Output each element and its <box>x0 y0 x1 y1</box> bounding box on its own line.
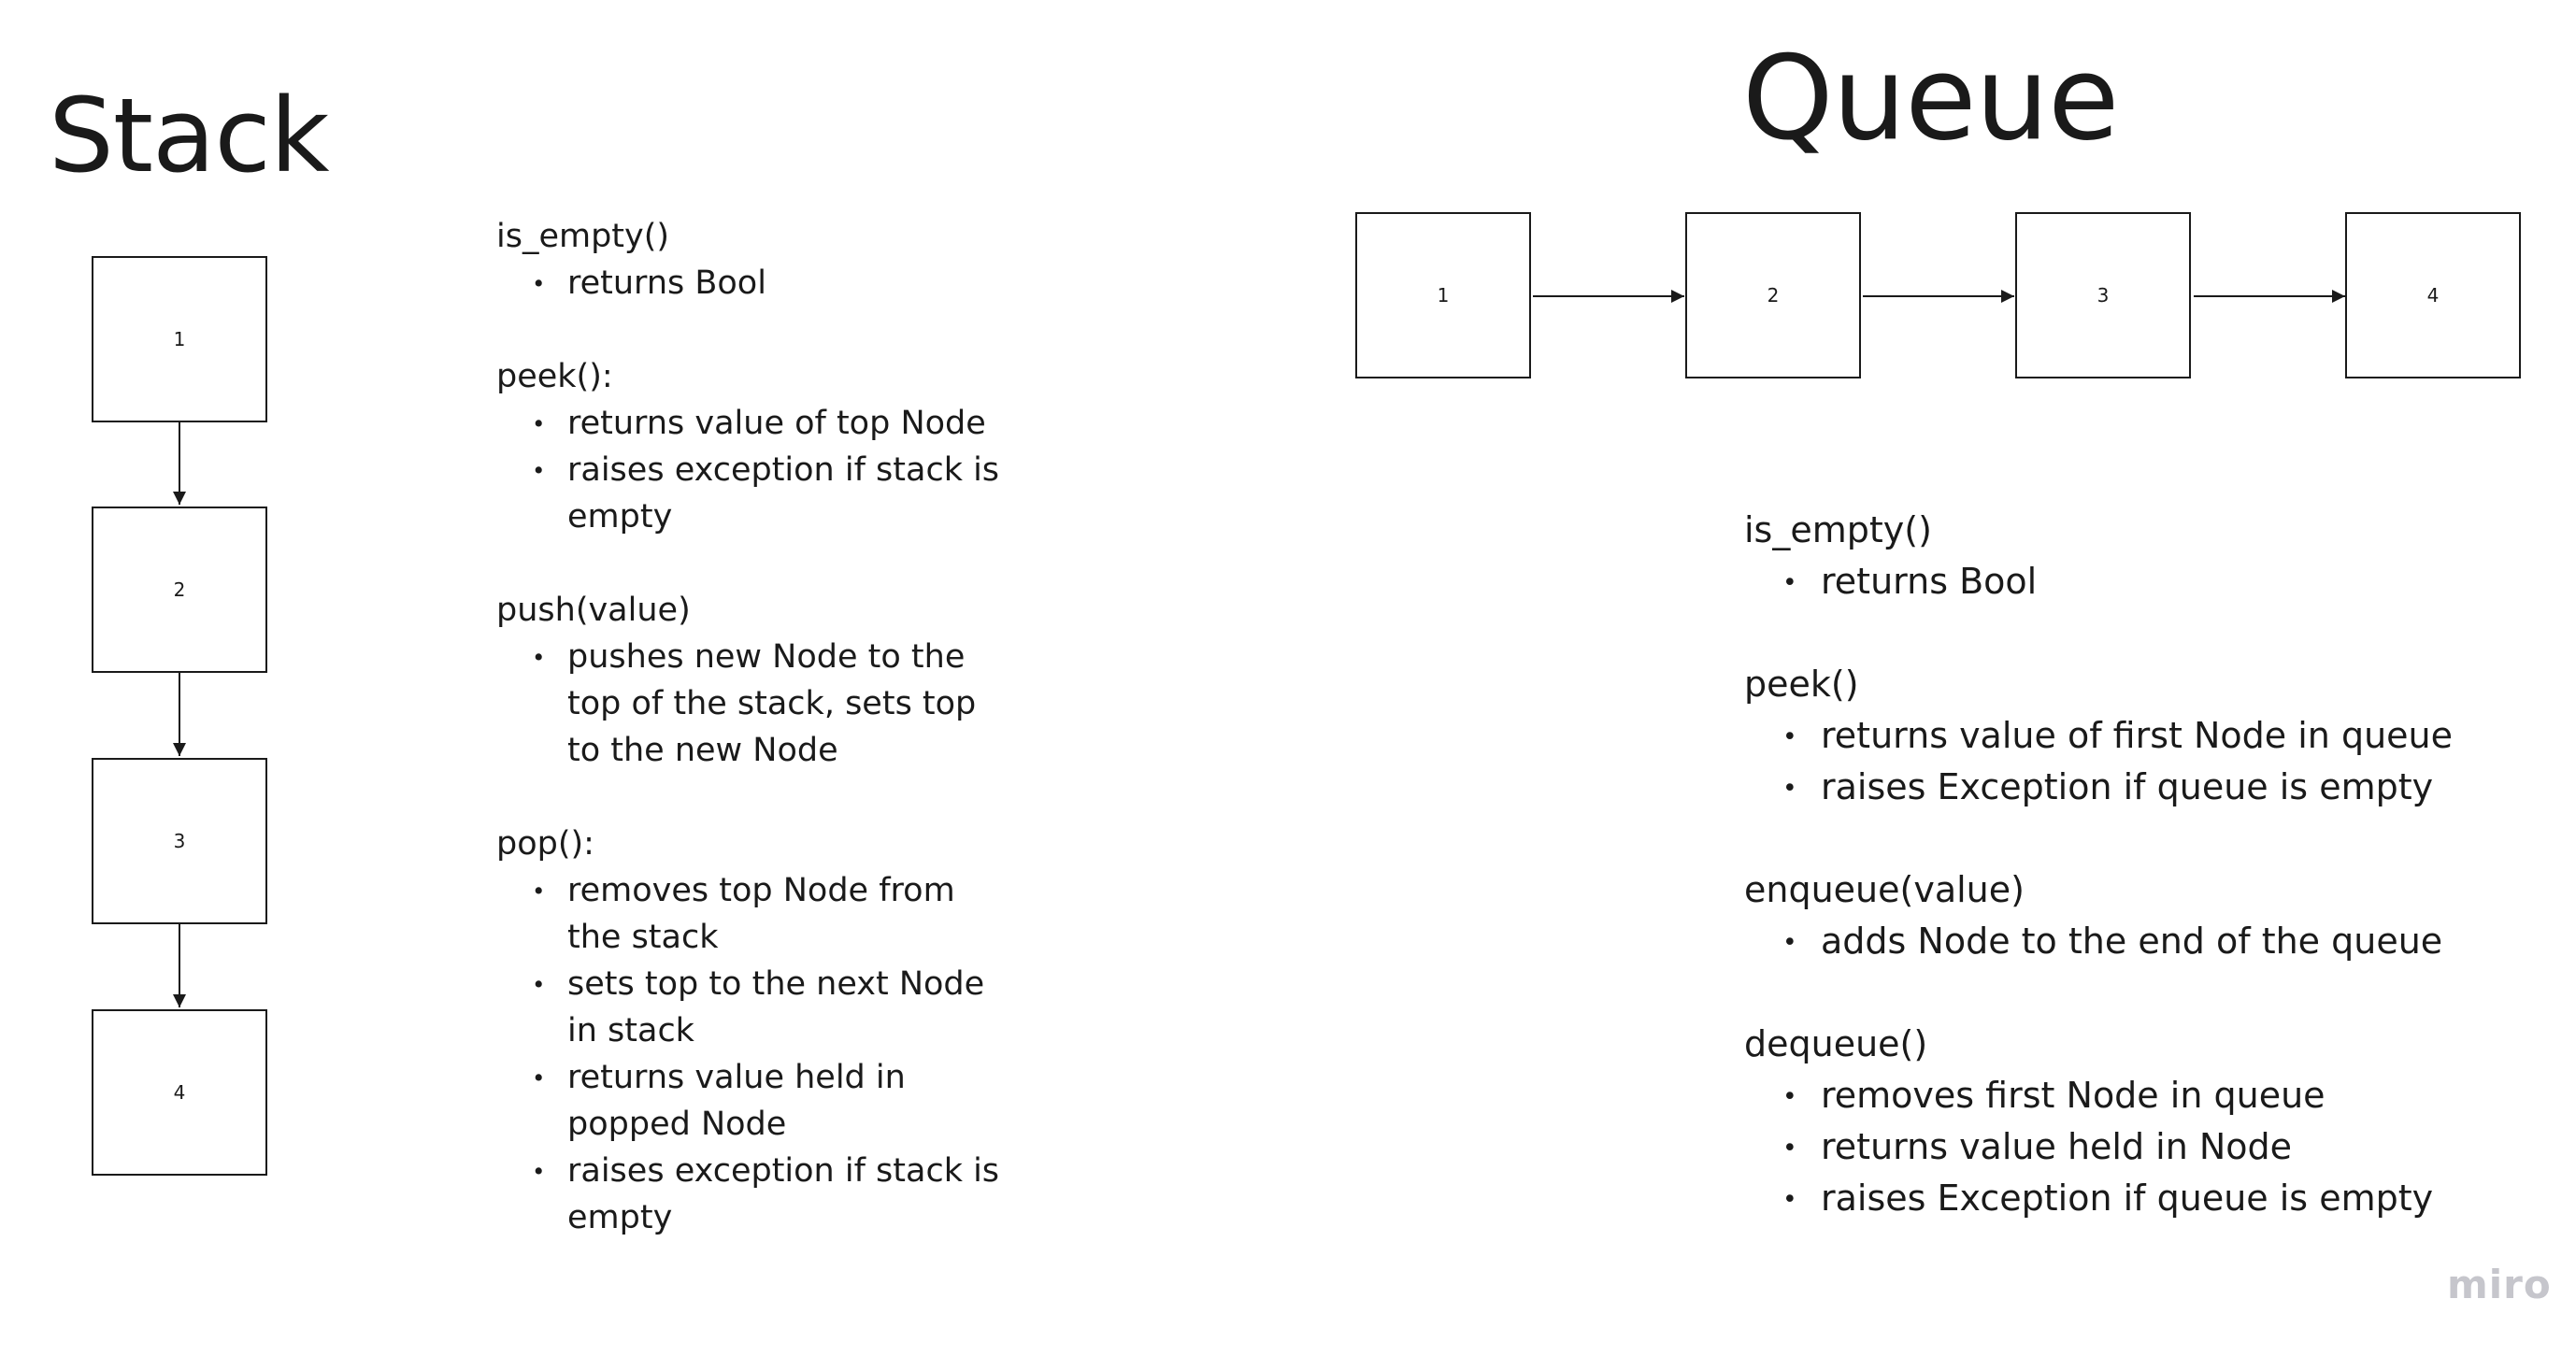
method-bullet-list: returns value of first Node in queue rai… <box>1744 710 2492 814</box>
method-bullet: returns value held in Node <box>1744 1121 2492 1174</box>
queue-title: Queue <box>1742 32 2119 166</box>
method-bullet-list: removes top Node from the stack sets top… <box>496 867 1020 1241</box>
method-bullet: returns value of top Node <box>496 400 1012 448</box>
method-name: is_empty() <box>1744 509 1932 550</box>
queue-node: 3 <box>2015 212 2191 378</box>
method-bullet-list: adds Node to the end of the queue <box>1744 916 2492 968</box>
method-bullet: returns value of first Node in queue <box>1744 710 2492 763</box>
method-name: peek(): <box>496 358 613 395</box>
method-bullet: returns Bool <box>496 260 1012 307</box>
queue-method-notes: is_empty() returns Bool peek() returns v… <box>1744 505 2492 1276</box>
stack-method-pop: pop(): removes top Node from the stack s… <box>496 821 1020 1241</box>
method-bullet-list: returns Bool <box>1744 556 2492 608</box>
method-name: pop(): <box>496 825 594 863</box>
stack-node: 2 <box>92 507 267 673</box>
method-bullet-list: removes first Node in queue returns valu… <box>1744 1070 2492 1225</box>
queue-method-enqueue: enqueue(value) adds Node to the end of t… <box>1744 864 2492 968</box>
method-bullet: raises Exception if queue is empty <box>1744 762 2492 814</box>
queue-method-dequeue: dequeue() removes first Node in queue re… <box>1744 1019 2492 1225</box>
method-name: push(value) <box>496 592 691 629</box>
queue-node: 1 <box>1355 212 1531 378</box>
method-bullet: returns Bool <box>1744 556 2492 608</box>
queue-method-peek: peek() returns value of first Node in qu… <box>1744 659 2492 814</box>
method-name: dequeue() <box>1744 1023 1928 1064</box>
miro-watermark: miro <box>2447 1262 2552 1307</box>
queue-node: 2 <box>1685 212 1861 378</box>
stack-title: Stack <box>49 76 330 195</box>
method-bullet-list: pushes new Node to the top of the stack,… <box>496 634 1020 774</box>
method-name: peek() <box>1744 664 1859 705</box>
method-bullet: pushes new Node to the top of the stack,… <box>496 634 1012 774</box>
stack-method-peek: peek(): returns value of top Node raises… <box>496 353 1020 540</box>
method-bullet: raises Exception if queue is empty <box>1744 1173 2492 1225</box>
method-bullet: returns value held in popped Node <box>496 1054 1012 1148</box>
stack-method-notes: is_empty() returns Bool peek(): returns … <box>496 213 1020 1288</box>
method-name: enqueue(value) <box>1744 869 2025 910</box>
method-name: is_empty() <box>496 218 670 255</box>
method-bullet: raises exception if stack is empty <box>496 1148 1012 1241</box>
method-bullet: adds Node to the end of the queue <box>1744 916 2492 968</box>
method-bullet: raises exception if stack is empty <box>496 447 1012 540</box>
stack-node: 1 <box>92 256 267 422</box>
queue-method-is-empty: is_empty() returns Bool <box>1744 505 2492 608</box>
stack-method-push: push(value) pushes new Node to the top o… <box>496 587 1020 774</box>
method-bullet: removes top Node from the stack <box>496 867 1012 961</box>
stack-node: 3 <box>92 758 267 924</box>
method-bullet: sets top to the next Node in stack <box>496 961 1012 1054</box>
method-bullet-list: returns Bool <box>496 260 1020 307</box>
method-bullet: removes first Node in queue <box>1744 1070 2492 1122</box>
stack-node: 4 <box>92 1009 267 1176</box>
method-bullet-list: returns value of top Node raises excepti… <box>496 400 1020 540</box>
queue-node: 4 <box>2345 212 2521 378</box>
stack-method-is-empty: is_empty() returns Bool <box>496 213 1020 307</box>
